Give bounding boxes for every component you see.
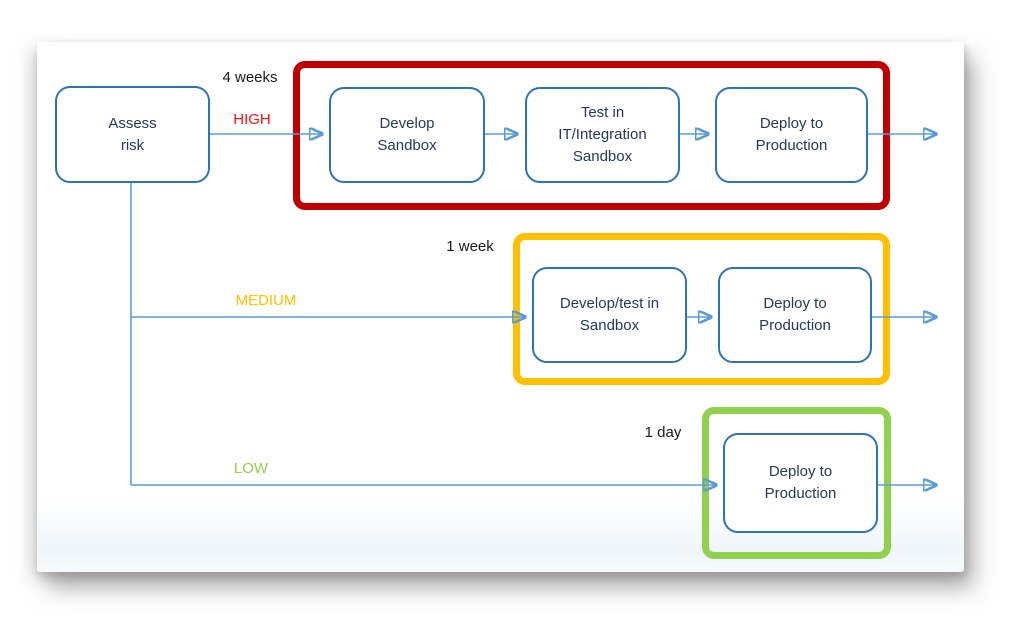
node-test-integration-sandbox: Test in IT/Integration Sandbox [525,87,680,183]
duration-label-high: 4 weeks [222,69,278,86]
duration-label-medium: 1 week [446,238,494,255]
node-develop-sandbox: Develop Sandbox [329,87,485,183]
node-develop-test-sandbox: Develop/test in Sandbox [532,267,687,363]
flowchart-canvas: Assess risk Develop Sandbox Test in IT/I… [37,42,964,572]
node-deploy-production-high: Deploy to Production [715,87,868,183]
node-deploy-production-medium: Deploy to Production [718,267,872,363]
node-assess-risk: Assess risk [55,86,210,183]
risk-label-low: LOW [233,460,269,477]
medium-risk-group-frame [513,233,890,385]
high-risk-group-frame [293,61,890,210]
risk-label-high: HIGH [233,111,271,128]
risk-label-medium: MEDIUM [235,292,297,309]
node-deploy-production-low: Deploy to Production [723,433,878,533]
duration-label-low: 1 day [644,424,682,441]
